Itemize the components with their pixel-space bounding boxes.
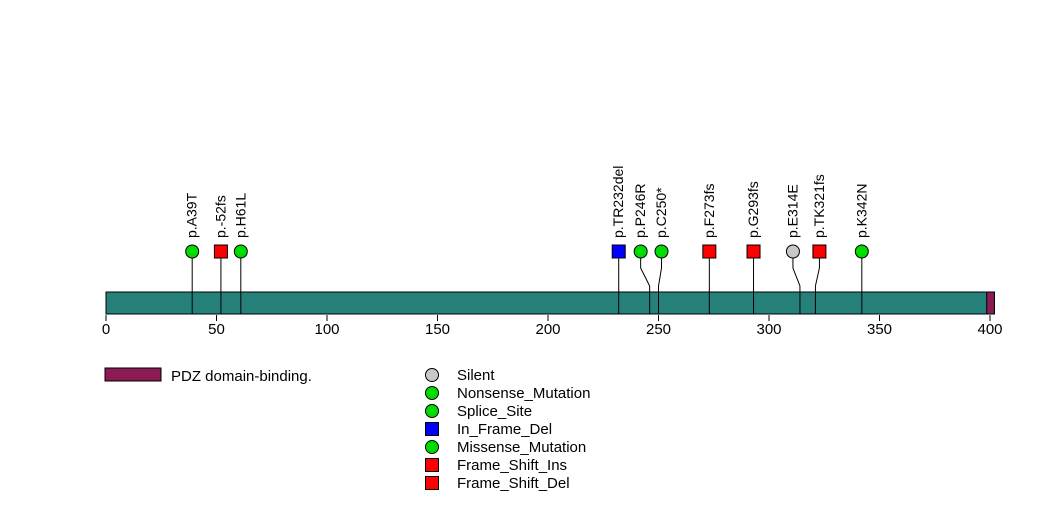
legend-domain-swatch — [104, 367, 162, 382]
axis-tick-label: 0 — [102, 321, 110, 338]
legend-item-label: In_Frame_Del — [457, 421, 552, 438]
mutation-marker-circle — [654, 244, 669, 259]
mutation-label: p.-52fs — [212, 195, 228, 238]
legend-swatch-circle — [425, 386, 439, 400]
legend-item: Frame_Shift_Ins — [425, 457, 567, 474]
legend-item-label: Splice_Site — [457, 403, 532, 420]
mutation-marker-circle — [233, 244, 248, 259]
axis-tick: 300 — [756, 315, 782, 338]
mutation-label: p.A39T — [184, 192, 200, 238]
axis-tick-label: 350 — [867, 321, 892, 338]
protein-bar — [105, 291, 995, 315]
axis-tick-label: 200 — [535, 321, 560, 338]
legend-domain-item: PDZ domain-binding. — [104, 367, 312, 385]
mutation-label: p.P246R — [632, 184, 648, 238]
mutation-marker-square — [611, 244, 626, 259]
legend-item: Frame_Shift_Del — [425, 475, 570, 492]
axis-tick: 100 — [314, 315, 340, 338]
axis-tick: 0 — [102, 315, 110, 338]
axis-tick-label: 100 — [314, 321, 339, 338]
mutation-marker-circle — [633, 244, 648, 259]
mutation-label: p.TR232del — [610, 166, 626, 238]
axis-tick-label: 400 — [977, 321, 1002, 338]
legend-item: Nonsense_Mutation — [425, 385, 590, 402]
mutation-label: p.G293fs — [745, 181, 761, 238]
mutation-lollipop: p.H61L — [232, 193, 248, 314]
mutation-label: p.TK321fs — [811, 174, 827, 238]
mutation-lollipop: p.C250* — [653, 187, 669, 314]
legend-swatch-circle — [425, 404, 439, 418]
mutation-marker-circle — [785, 244, 800, 259]
legend-item-label: Frame_Shift_Del — [457, 475, 570, 492]
mutation-marker-square — [213, 244, 228, 259]
domain-segment — [986, 291, 995, 315]
legend-item-label: Silent — [457, 367, 495, 384]
legend-swatch-circle — [425, 368, 439, 382]
mutation-lollipop: p.E314E — [784, 184, 800, 314]
mutation-label: p.H61L — [232, 193, 248, 238]
legend-swatch-square — [425, 422, 439, 436]
legend-swatch-square — [425, 458, 439, 472]
legend-item: Missense_Mutation — [425, 439, 586, 456]
axis-tick: 250 — [646, 315, 671, 338]
axis-tick: 400 — [977, 315, 1003, 338]
legend-item-label: Frame_Shift_Ins — [457, 457, 567, 474]
axis-tick: 350 — [867, 315, 892, 338]
axis-tick-label: 50 — [208, 321, 225, 338]
mutation-marker-square — [702, 244, 717, 259]
axis-tick-label: 150 — [425, 321, 450, 338]
axis-tick-label: 300 — [756, 321, 781, 338]
legend-domain-label: PDZ domain-binding. — [171, 368, 312, 385]
axis-tick: 200 — [535, 315, 561, 338]
mutation-label: p.K342N — [853, 184, 869, 238]
axis-tick: 50 — [208, 315, 225, 338]
axis-tick-label: 250 — [646, 321, 671, 338]
mutation-marker-circle — [854, 244, 869, 259]
mutation-label: p.C250* — [653, 187, 669, 238]
mutation-label: p.E314E — [784, 184, 800, 238]
legend-item: In_Frame_Del — [425, 421, 552, 438]
legend-swatch-square — [425, 476, 439, 490]
mutation-marker-square — [746, 244, 761, 259]
mutation-lollipop: p.G293fs — [745, 181, 761, 314]
mutation-marker-circle — [185, 244, 200, 259]
legend-item: Splice_Site — [425, 403, 532, 420]
legend-item-label: Missense_Mutation — [457, 439, 586, 456]
mutation-lollipop: p.A39T — [184, 192, 200, 314]
mutation-lollipop: p.P246R — [632, 184, 651, 314]
axis-tick: 150 — [425, 315, 450, 338]
legend-swatch-circle — [425, 440, 439, 454]
mutation-label: p.F273fs — [701, 184, 717, 238]
mutation-lollipop: p.TR232del — [610, 166, 626, 314]
legend-item: Silent — [425, 367, 495, 384]
legend-item-label: Nonsense_Mutation — [457, 385, 590, 402]
mutation-marker-square — [812, 244, 827, 259]
